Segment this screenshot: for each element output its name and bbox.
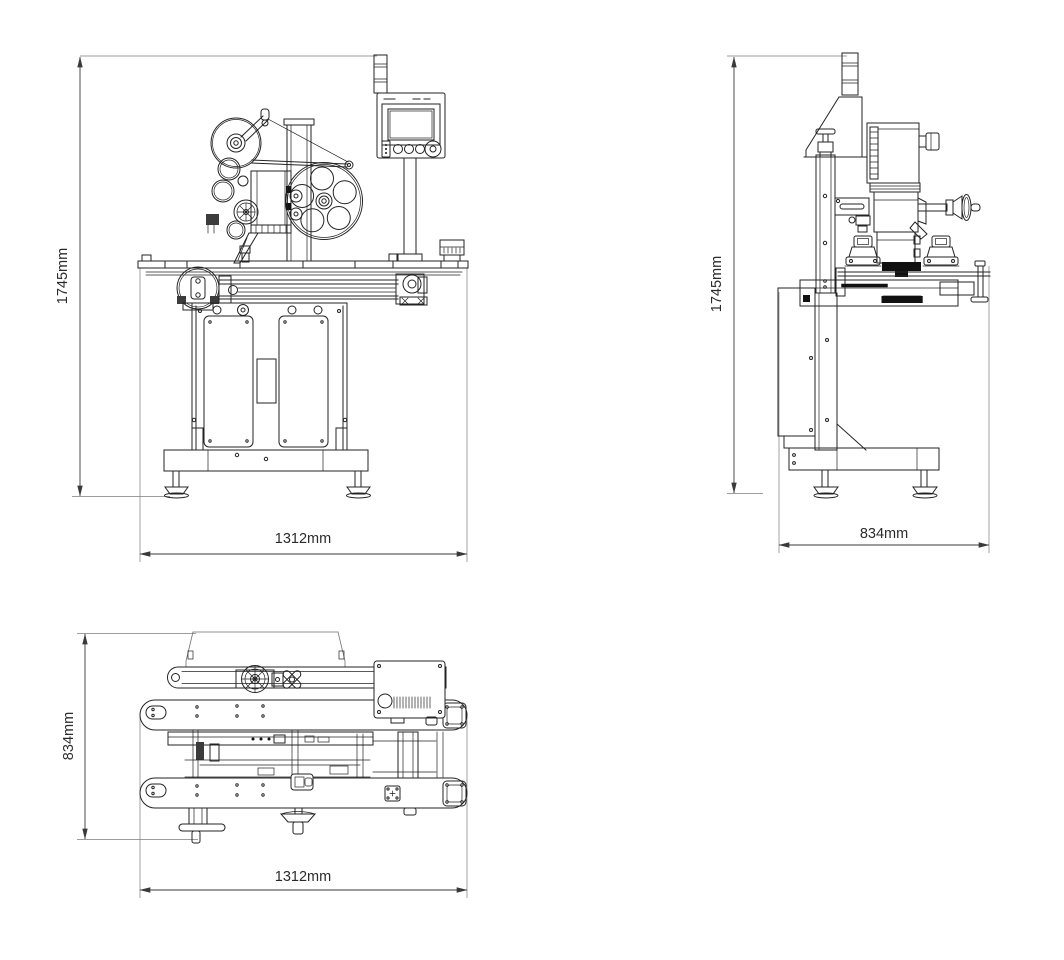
front-width-dimension: 1312mm — [139, 268, 468, 562]
label-web-path — [251, 159, 354, 170]
signal-tower — [373, 54, 388, 94]
base-and-feet — [163, 449, 371, 499]
label-rewind-reel — [285, 162, 363, 240]
side-height-dimension: 1745mm — [709, 55, 847, 494]
front-width-dimension-label: 1312mm — [275, 531, 331, 547]
top-width-dimension: 1312mm — [139, 713, 468, 898]
machine-table — [137, 239, 469, 276]
top-electronics-box — [373, 660, 446, 726]
side-mast-pole — [803, 52, 867, 158]
top-view: 834mm 1312mm — [61, 631, 468, 898]
front-conveyor — [176, 266, 428, 311]
side-width-dimension: 834mm — [778, 266, 990, 553]
label-supply-reel — [210, 108, 349, 169]
side-stand — [777, 287, 940, 499]
side-labeler-body — [848, 122, 940, 264]
front-height-dimension: 1745mm — [55, 55, 377, 497]
side-view: 1745mm 834mm — [709, 52, 991, 553]
top-depth-dimension-label: 834mm — [61, 712, 77, 760]
front-height-dimension-label: 1745mm — [55, 248, 71, 304]
top-width-dimension-label: 1312mm — [275, 869, 331, 885]
front-machine — [137, 54, 469, 499]
top-lower-belt — [139, 773, 468, 816]
top-underside-parts — [178, 807, 317, 844]
side-machine — [777, 52, 991, 499]
side-height-dimension-label: 1745mm — [709, 256, 725, 312]
top-machine — [139, 631, 468, 844]
top-hood-contour — [185, 631, 346, 668]
top-mounting-rail — [167, 665, 447, 693]
machine-frame — [191, 302, 348, 458]
hmi-control-panel — [376, 92, 446, 262]
top-center-mechanism — [167, 729, 444, 779]
side-handwheel — [909, 194, 981, 240]
front-view: 1745mm 1312mm — [55, 54, 469, 562]
side-conveyor-arm — [799, 260, 991, 307]
top-depth-dimension: 834mm — [61, 633, 198, 840]
applicator-head — [206, 157, 303, 264]
side-width-dimension-label: 834mm — [860, 526, 908, 542]
side-adjuster-knobs — [844, 235, 960, 277]
